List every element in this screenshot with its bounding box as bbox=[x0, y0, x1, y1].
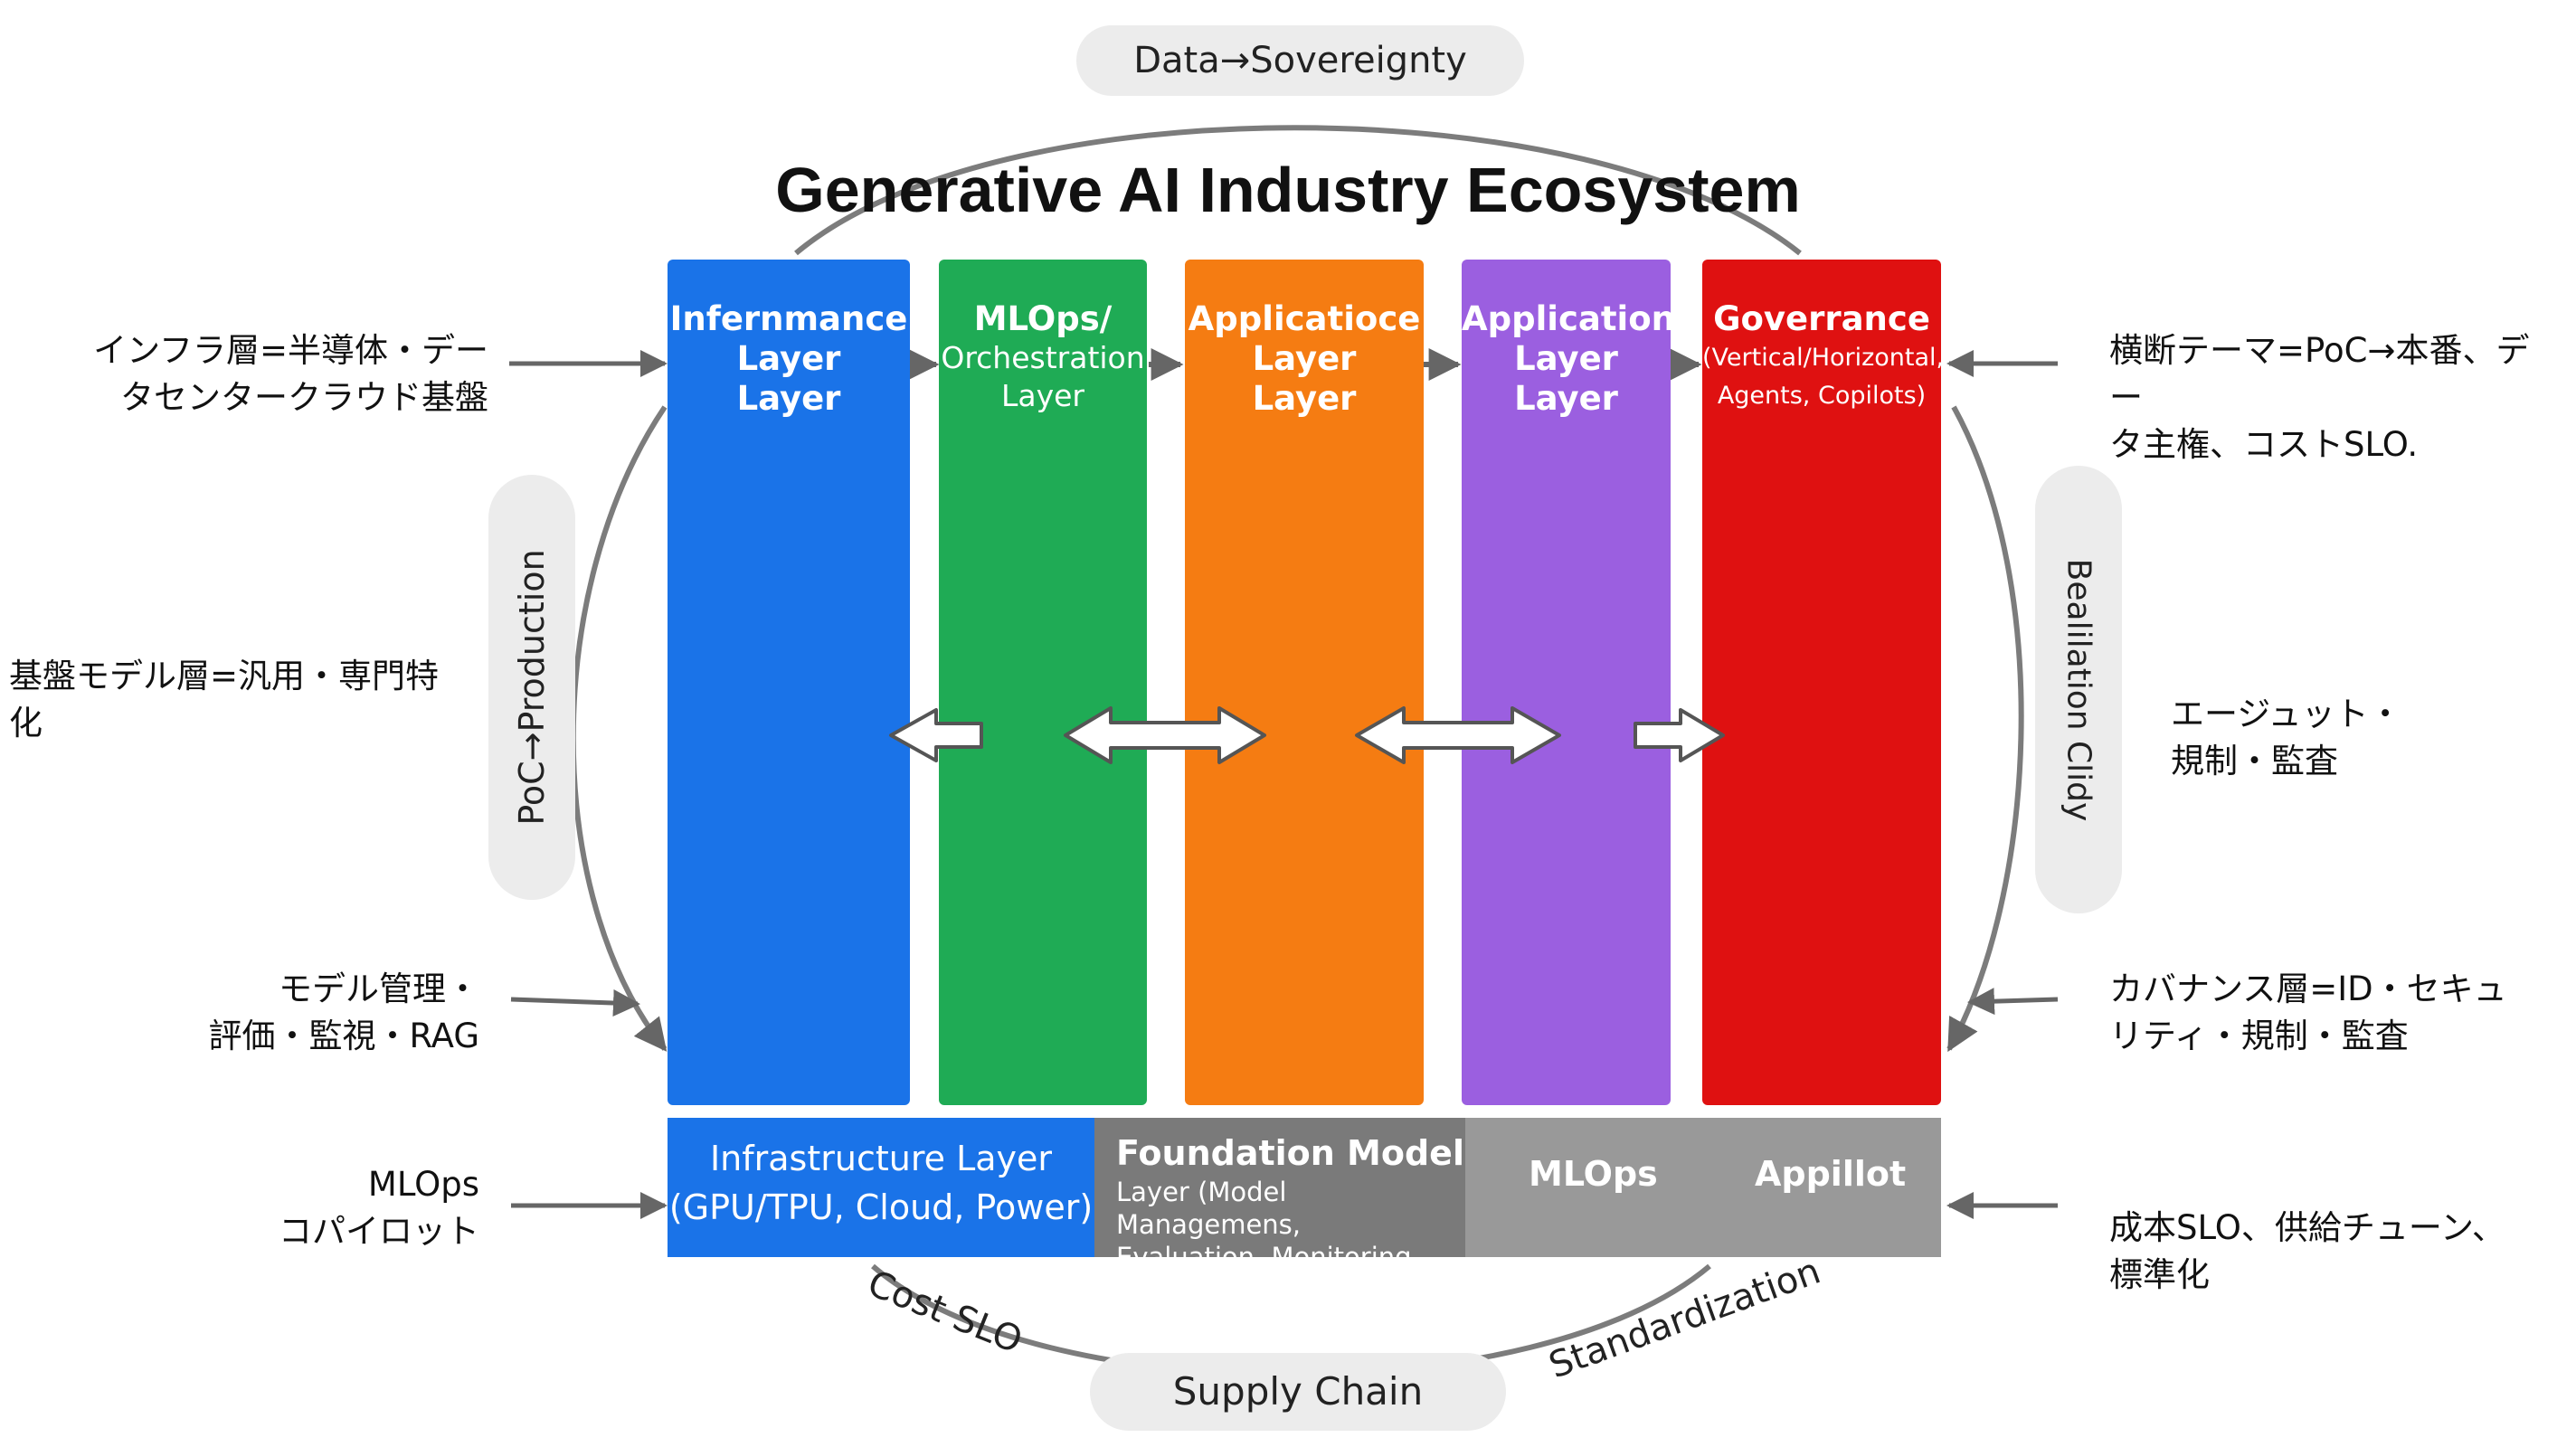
left-note-model-management: モデル管理・ 評価・監視・RAG bbox=[72, 966, 479, 1060]
column-application-2-line-1: Application bbox=[1462, 299, 1676, 338]
right-note-4-line-1: 成本SLO、供給チューン、 bbox=[2109, 1208, 2505, 1247]
band-infra-line-2: (GPU/TPU, Cloud, Power) bbox=[668, 1187, 1094, 1227]
column-governance-layer: Goverrance (Vertical/Horizontal, Agents,… bbox=[1702, 260, 1945, 1105]
left-note-1-line-1: インフラ層=半導体・デー bbox=[93, 331, 488, 370]
column-inference-line-2: Layer bbox=[736, 339, 841, 378]
left-note-4-line-1: MLOps bbox=[367, 1165, 479, 1204]
left-note-2-line-2: 化 bbox=[9, 704, 43, 742]
column-mlops-line-2: Orchestration bbox=[941, 340, 1145, 375]
pill-poc-production: PoC→Production bbox=[488, 475, 575, 900]
left-note-1-line-2: タセンタークラウド基盤 bbox=[120, 378, 488, 417]
column-application-1-line-1: Applicatioce bbox=[1188, 299, 1421, 338]
column-inference-layer: Infernmance Layer Layer bbox=[668, 260, 910, 1105]
right-note-3-line-2: リティ・規制・監査 bbox=[2109, 1017, 2409, 1055]
column-mlops-orchestration-layer: MLOps/ Orchestration Layer bbox=[939, 260, 1147, 1105]
band-mlops-label: MLOps bbox=[1529, 1154, 1658, 1194]
band-appillot-label: Appillot bbox=[1755, 1154, 1907, 1194]
column-governance-line-1: Goverrance bbox=[1713, 299, 1930, 338]
band-foundation-line-1: Foundation Model bbox=[1116, 1133, 1464, 1173]
right-note-agents-regulation: エージュット・ 規制・監査 bbox=[2171, 691, 2551, 785]
column-mlops-line-3: Layer bbox=[1000, 378, 1084, 413]
diagram-title: Generative AI Industry Ecosystem bbox=[775, 155, 1801, 225]
column-mlops-line-1: MLOps/ bbox=[973, 299, 1113, 338]
pill-poc-production-label: PoC→Production bbox=[512, 549, 552, 826]
band-mlops-appillot: MLOps Appillot bbox=[1465, 1118, 1941, 1257]
pill-realization-study: Bealilation Clidy bbox=[2035, 466, 2122, 913]
band-infra-line-1: Infrastructure Layer bbox=[709, 1139, 1053, 1178]
right-note-1-line-2: タ主権、コストSLO. bbox=[2109, 425, 2419, 464]
right-note-2-line-1: エージュット・ bbox=[2171, 695, 2402, 733]
column-governance-line-3: Agents, Copilots) bbox=[1717, 382, 1927, 410]
right-note-2-line-2: 規制・監査 bbox=[2171, 742, 2338, 780]
right-note-cost-supply: 成本SLO、供給チューン、 標準化 bbox=[2109, 1205, 2562, 1299]
column-application-layer-1: Applicatioce Layer Layer bbox=[1185, 260, 1424, 1105]
column-application-1-line-3: Layer bbox=[1252, 379, 1357, 418]
left-note-foundation-model: 基盤モデル層=汎用・専門特 化 bbox=[9, 653, 479, 747]
column-application-2-line-2: Layer bbox=[1514, 339, 1618, 378]
left-note-mlops-copilot: MLOps コパイロット bbox=[72, 1161, 479, 1255]
column-governance-line-2: (Vertical/Horizontal, bbox=[1702, 344, 1945, 372]
column-inference-line-3: Layer bbox=[736, 379, 841, 418]
column-application-2-line-3: Layer bbox=[1514, 379, 1618, 418]
column-application-1-line-2: Layer bbox=[1252, 339, 1357, 378]
left-note-3-line-2: 評価・監視・RAG bbox=[208, 1017, 479, 1055]
right-note-governance: カバナンス層=ID・セキュ リティ・規制・監査 bbox=[2109, 966, 2562, 1060]
left-note-infrastructure: インフラ層=半導体・デー タセンタークラウド基盤 bbox=[72, 327, 488, 421]
left-note-3-line-1: モデル管理・ bbox=[279, 969, 479, 1008]
band-infrastructure-layer: Infrastructure Layer (GPU/TPU, Cloud, Po… bbox=[668, 1118, 1094, 1257]
left-note-2-line-1: 基盤モデル層=汎用・専門特 bbox=[9, 657, 440, 695]
pill-supply-chain: Supply Chain bbox=[1090, 1353, 1506, 1431]
band-foundation-line-2: Layer (Model Managemens, bbox=[1116, 1177, 1301, 1240]
right-note-1-line-1: 横断テーマ=PoC→本番、デー bbox=[2109, 331, 2530, 417]
right-note-3-line-1: カバナンス層=ID・セキュ bbox=[2109, 969, 2507, 1008]
right-note-cross-cutting-themes: 横断テーマ=PoC→本番、デー タ主権、コストSLO. bbox=[2109, 327, 2562, 468]
column-inference-line-1: Infernmance bbox=[669, 299, 908, 338]
right-note-4-line-2: 標準化 bbox=[2109, 1255, 2210, 1294]
pill-realization-study-label: Bealilation Clidy bbox=[2060, 558, 2098, 822]
band-foundation-model-layer: Foundation Model Layer (Model Managemens… bbox=[1094, 1118, 1465, 1305]
band-foundation-line-3: Evaluation, Monitoring, RAG) bbox=[1116, 1242, 1420, 1305]
left-note-4-line-2: コパイロット bbox=[279, 1212, 479, 1251]
pill-data-sovereignty: Data→Sovereignty bbox=[1076, 25, 1524, 96]
side-note-arrows bbox=[509, 350, 2059, 1219]
column-application-layer-2: Application Layer Layer bbox=[1462, 260, 1676, 1105]
